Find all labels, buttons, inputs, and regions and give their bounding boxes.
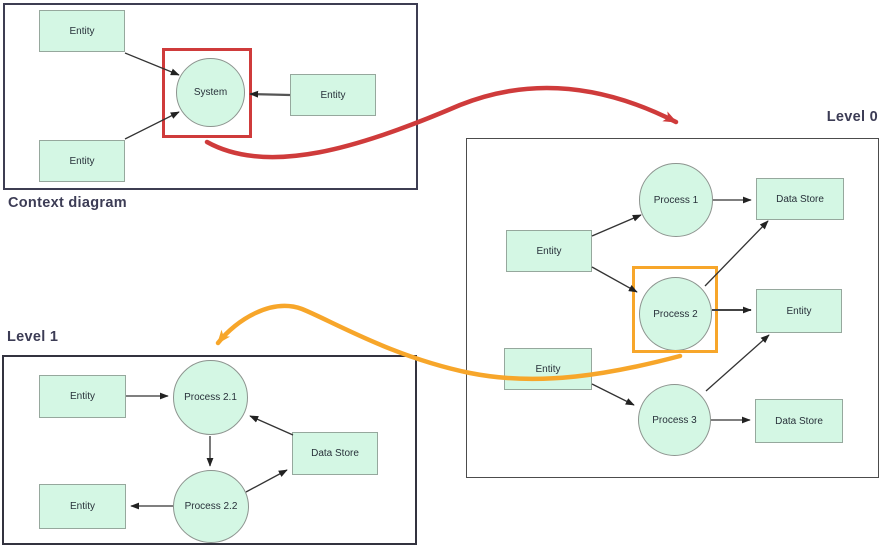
level0-process1: Process 1 [639,163,713,237]
level1-process21: Process 2.1 [173,360,248,435]
level0-datastore-bottom: Data Store [755,399,843,443]
context-diagram-title: Context diagram [8,195,127,211]
level0-entity-bottom: Entity [504,348,592,390]
level1-datastore: Data Store [292,432,378,475]
context-entity-right: Entity [290,74,376,116]
level1-entity-top: Entity [39,375,126,418]
red-highlight-box [162,48,252,138]
context-entity-bottom: Entity [39,140,125,182]
level0-datastore-top: Data Store [756,178,844,220]
orange-highlight-box [632,266,718,353]
level0-process3: Process 3 [638,384,711,456]
level1-process22: Process 2.2 [173,470,249,543]
level0-entity-top: Entity [506,230,592,272]
level0-entity-right: Entity [756,289,842,333]
level1-panel [2,355,417,545]
context-entity-top: Entity [39,10,125,52]
level1-entity-bottom: Entity [39,484,126,529]
level0-title: Level 0 [826,109,878,125]
level1-title: Level 1 [7,329,59,345]
